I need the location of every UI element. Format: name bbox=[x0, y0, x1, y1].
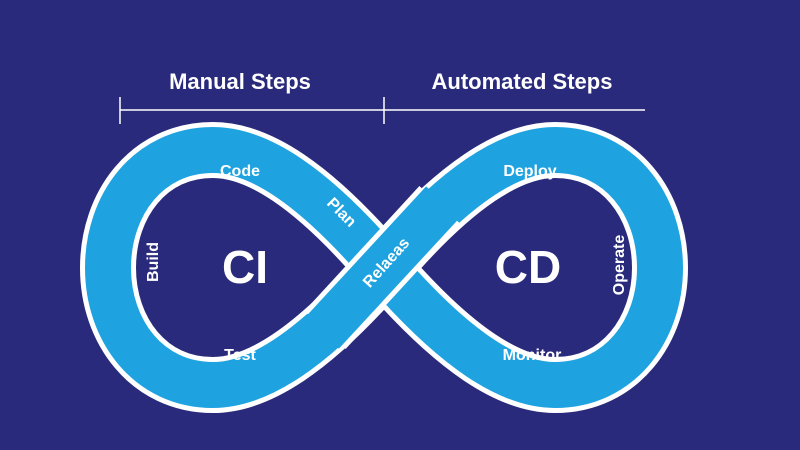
stage-monitor-label: Monitor bbox=[503, 347, 562, 364]
stage-test-label: Test bbox=[224, 347, 256, 364]
ci-label: CI bbox=[222, 241, 268, 293]
stage-code-label: Code bbox=[220, 163, 260, 180]
cd-label: CD bbox=[495, 241, 561, 293]
automated-steps-heading: Automated Steps bbox=[432, 69, 613, 94]
infinity-band bbox=[108, 150, 660, 385]
stage-operate-label: Operate bbox=[611, 235, 628, 296]
steps-divider bbox=[119, 97, 645, 124]
stage-build-label: Build bbox=[145, 242, 162, 282]
stage-deploy-label: Deploy bbox=[503, 163, 556, 180]
manual-steps-heading: Manual Steps bbox=[169, 69, 311, 94]
